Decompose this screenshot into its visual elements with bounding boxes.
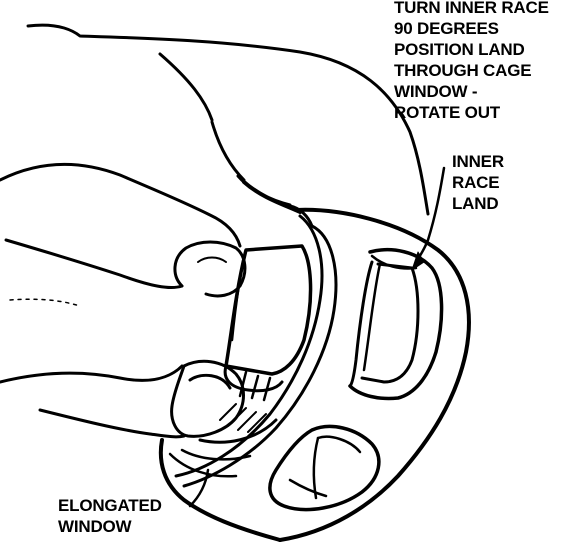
background-line	[9, 298, 81, 307]
index-finger-lower	[4, 238, 184, 289]
cage-bottom-edge	[158, 438, 282, 542]
middle-fingertip	[170, 359, 245, 438]
label-inner-line-3: LAND	[452, 194, 499, 213]
hand-fold-3	[236, 174, 292, 207]
label-turn-line-3: POSITION LAND	[394, 40, 525, 59]
label-inner-line-2: RACE	[452, 173, 500, 192]
upper-window-land	[360, 262, 420, 384]
cage-window-lower	[268, 424, 381, 512]
index-fingertip-detail	[197, 256, 227, 263]
label-turn-line-6: ROTATE OUT	[394, 103, 500, 122]
index-fingertip	[173, 240, 247, 298]
middle-finger-outline	[0, 364, 184, 384]
cage-outer-rim	[278, 207, 471, 542]
label-turn-inner-race: TURN INNER RACE 90 DEGREES POSITION LAND…	[394, 0, 549, 123]
label-turn-line-2: 90 DEGREES	[394, 19, 499, 38]
label-turn-line-5: WINDOW -	[394, 82, 478, 101]
hand-fold-2	[210, 120, 246, 182]
label-turn-line-1: TURN INNER RACE	[394, 0, 549, 17]
upper-window-inner	[348, 260, 374, 388]
inner-race	[180, 244, 313, 461]
race-detail-1	[238, 370, 248, 398]
race-detail-2	[250, 374, 260, 400]
hand-fold-1	[158, 52, 214, 122]
hand	[0, 23, 430, 439]
inner-race-lower	[223, 364, 284, 393]
upper-window-outline	[348, 248, 444, 401]
cage-bottom-edge-2	[168, 452, 238, 478]
race-groove-hatch	[219, 403, 267, 433]
middle-finger-lower	[38, 408, 186, 439]
label-inner-line-1: INNER	[452, 152, 504, 171]
lower-window-inner-1	[316, 435, 362, 454]
lower-window-inner-3	[288, 478, 328, 498]
leader-lines	[188, 166, 446, 508]
cage-inner-edge	[174, 214, 324, 478]
elongated-window-leader	[188, 468, 210, 508]
label-elongated-line-2: WINDOW	[58, 517, 132, 536]
race-groove-outline	[198, 418, 278, 444]
index-finger-outline	[0, 162, 242, 248]
cage-front-lip	[182, 224, 338, 488]
cage	[158, 207, 471, 542]
upper-window-land-edge	[362, 262, 382, 372]
inner-race-land-arrow	[411, 251, 425, 271]
cage-window-upper	[348, 248, 444, 401]
land-top-flat	[370, 254, 418, 270]
lower-window-outline	[268, 424, 381, 512]
label-inner-race-land: INNER RACE LAND	[452, 151, 504, 214]
inner-race-block	[224, 244, 313, 376]
label-turn-line-4: THROUGH CAGE	[394, 61, 532, 80]
middle-fingernail	[188, 373, 232, 390]
lower-window-inner-2	[312, 436, 320, 500]
inner-race-land-leader	[414, 166, 446, 264]
label-elongated-line-1: ELONGATED	[58, 496, 162, 515]
race-detail-3	[262, 376, 272, 402]
label-elongated-window: ELONGATED WINDOW	[58, 495, 162, 537]
inner-race-block-face	[230, 248, 248, 342]
race-groove-outline-2	[180, 448, 252, 461]
thumb-nail	[288, 204, 314, 228]
hand-upper-contour	[26, 23, 430, 216]
